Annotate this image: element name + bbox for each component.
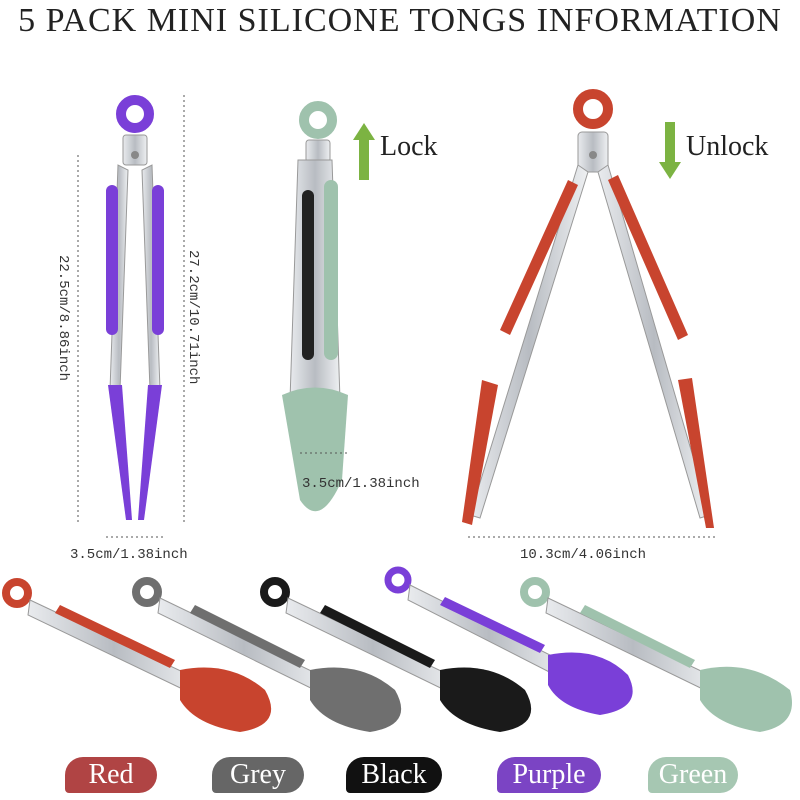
closed-length-label: 22.5cm/8.86inch <box>55 255 71 381</box>
open-length-label: 27.2cm/10.71inch <box>185 250 201 384</box>
head-width-label: 3.5cm/1.38inch <box>70 547 188 563</box>
purple-tong-front <box>106 95 164 520</box>
bottom-tong-grey <box>132 577 402 732</box>
hanging-ring-icon <box>132 577 162 607</box>
bottom-tong-red <box>2 578 272 732</box>
hanging-ring-icon <box>116 95 154 133</box>
red-tong-open <box>462 89 714 528</box>
color-badge-grey: Grey <box>212 757 304 793</box>
bottom-tong-black <box>260 577 532 732</box>
lock-label: Lock <box>380 131 438 162</box>
green-tong-side <box>282 101 348 512</box>
color-badge-red: Red <box>65 757 157 793</box>
hanging-ring-icon <box>2 578 32 608</box>
page-title: 5 PACK MINI SILICONE TONGS INFORMATION <box>18 2 782 39</box>
hanging-ring-icon <box>299 101 337 139</box>
color-badge-green: Green <box>648 757 738 793</box>
color-badge-black: Black <box>346 757 442 793</box>
hanging-ring-icon <box>384 566 412 594</box>
bottom-tong-green <box>520 577 792 732</box>
lock-arrow-icon <box>353 123 375 180</box>
hanging-ring-icon <box>260 577 290 607</box>
hanging-ring-icon <box>573 89 613 129</box>
bottom-tong-purple <box>384 566 633 715</box>
open-width-label: 10.3cm/4.06inch <box>520 547 646 563</box>
color-badge-purple: Purple <box>497 757 601 793</box>
head-width-side-label: 3.5cm/1.38inch <box>302 476 420 492</box>
unlock-label: Unlock <box>686 131 768 162</box>
hanging-ring-icon <box>520 577 550 607</box>
unlock-arrow-icon <box>659 122 681 179</box>
